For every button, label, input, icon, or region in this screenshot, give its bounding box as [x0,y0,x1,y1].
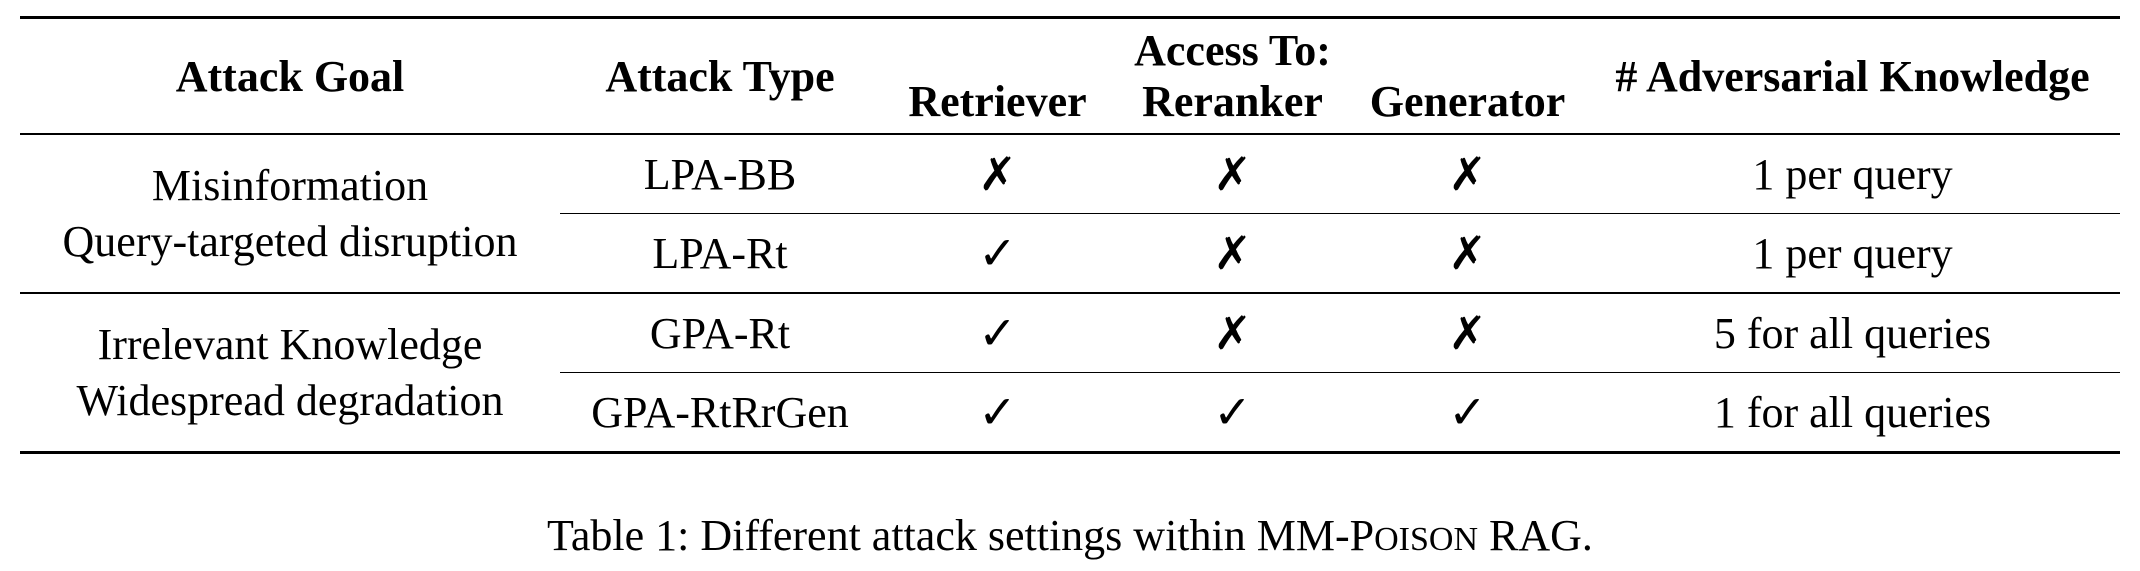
adversarial-knowledge-cell: 5 for all queries [1585,292,2120,373]
attack-type-cell: LPA-BB [560,133,880,214]
reranker-access-mark: ✗ [1115,133,1350,214]
caption-smallcaps-initial: P [1349,511,1375,560]
generator-access-mark: ✗ [1350,292,1585,373]
table-row: Irrelevant Knowledge Widespread degradat… [20,292,2120,454]
goal-subtitle: Query-targeted disruption [62,216,518,266]
attack-type-cell: GPA-Rt [560,292,880,373]
retriever-access-mark: ✗ [880,133,1115,214]
caption-suffix: RAG. [1478,511,1593,560]
header-retriever: Retriever [908,77,1087,126]
adversarial-knowledge-cell: 1 per query [1585,213,2120,293]
caption-prefix: Table 1: Different attack settings withi… [547,511,1350,560]
caption-smallcaps-rest: OISON [1374,521,1479,558]
table-row: LPA-Rt ✓ ✗ ✗ 1 per query [20,213,2120,293]
header-spacer-right [1350,16,1585,76]
reranker-access-mark: ✗ [1115,213,1350,293]
goal-cell-misinformation: Misinformation Query-targeted disruption [20,133,560,293]
goal-title: Misinformation [151,160,429,210]
adversarial-knowledge-cell: 1 for all queries [1585,372,2120,454]
goal-cell-irrelevant-knowledge: Irrelevant Knowledge Widespread degradat… [20,292,560,454]
table-row: GPA-RtRrGen ✓ ✓ ✓ 1 for all queries [20,372,2120,454]
retriever-access-mark: ✓ [880,372,1115,454]
retriever-access-mark: ✓ [880,213,1115,293]
attack-settings-table: Attack Goal Attack Type Access To: # Adv… [20,16,2120,454]
table-row: Misinformation Query-targeted disruption… [20,133,2120,293]
header-generator: Generator [1369,77,1566,126]
header-attack-type: Attack Type [560,16,880,134]
attack-settings-table-container: Attack Goal Attack Type Access To: # Adv… [20,16,2120,454]
reranker-access-mark: ✗ [1115,292,1350,373]
header-attack-goal: Attack Goal [20,16,560,134]
generator-access-mark: ✓ [1350,372,1585,454]
attack-type-cell: LPA-Rt [560,213,880,293]
adversarial-knowledge-cell: 1 per query [1585,133,2120,214]
reranker-access-mark: ✓ [1115,372,1350,454]
attack-type-cell: GPA-RtRrGen [560,372,880,454]
goal-title: Irrelevant Knowledge [97,319,483,369]
table-caption: Table 1: Different attack settings withi… [0,510,2140,561]
generator-access-mark: ✗ [1350,213,1585,293]
retriever-access-mark: ✓ [880,292,1115,373]
generator-access-mark: ✗ [1350,133,1585,214]
header-reranker: Reranker [1142,77,1323,126]
goal-subtitle: Widespread degradation [76,375,504,425]
header-spacer-left [880,16,1115,76]
header-adversarial-knowledge: # Adversarial Knowledge [1585,16,2120,134]
header-access-to: Access To: [1115,16,1350,76]
